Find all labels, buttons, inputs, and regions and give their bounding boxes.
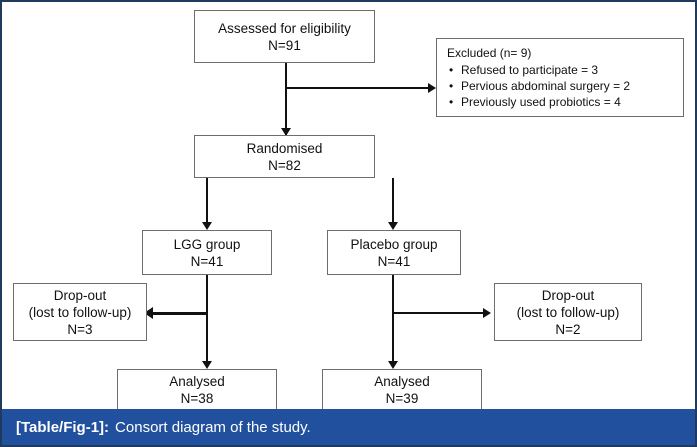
arrowhead-to-analysed-left bbox=[202, 361, 212, 369]
arrowhead-to-randomised bbox=[281, 128, 291, 136]
node-excluded: Excluded (n= 9) Refused to participate =… bbox=[436, 38, 684, 117]
arrowhead-to-excluded bbox=[428, 83, 436, 93]
lgg-group-count: N=41 bbox=[190, 253, 224, 269]
analysed-right-count: N=39 bbox=[385, 390, 419, 406]
dropout-left-count: N=3 bbox=[67, 321, 93, 337]
randomised-label: Randomised bbox=[246, 140, 323, 156]
figure-caption-tag: [Table/Fig-1]: bbox=[16, 418, 110, 436]
arrowhead-to-analysed-right bbox=[388, 361, 398, 369]
connector-lgg-to-analysed bbox=[206, 275, 208, 364]
connector-assessed-to-excluded bbox=[285, 87, 433, 89]
placebo-group-label: Placebo group bbox=[350, 236, 438, 252]
excluded-reason-item: Pervious abdominal surgery = 2 bbox=[449, 78, 630, 94]
excluded-title: Excluded (n= 9) bbox=[447, 46, 532, 60]
dropout-right-sublabel: (lost to follow-up) bbox=[516, 304, 620, 320]
connector-randomised-to-placebo bbox=[392, 178, 394, 225]
node-assessed-for-eligibility: Assessed for eligibility N=91 bbox=[194, 10, 375, 63]
arrowhead-to-dropout-left bbox=[144, 307, 153, 319]
dropout-right-count: N=2 bbox=[555, 321, 581, 337]
node-analysed-placebo: Analysed N=39 bbox=[322, 369, 482, 410]
assessed-label: Assessed for eligibility bbox=[218, 20, 351, 36]
consort-flow-diagram: Assessed for eligibility N=91 Excluded (… bbox=[2, 2, 695, 412]
excluded-reason-item: Refused to participate = 3 bbox=[449, 62, 630, 78]
dropout-left-label: Drop-out bbox=[53, 287, 107, 303]
node-randomised: Randomised N=82 bbox=[194, 135, 375, 178]
node-lgg-group: LGG group N=41 bbox=[142, 230, 272, 275]
analysed-left-count: N=38 bbox=[180, 390, 214, 406]
arrowhead-to-lgg bbox=[202, 222, 212, 230]
dropout-right-label: Drop-out bbox=[541, 287, 595, 303]
placebo-group-count: N=41 bbox=[377, 253, 411, 269]
arrowhead-to-dropout-right bbox=[483, 308, 491, 318]
analysed-left-label: Analysed bbox=[169, 373, 225, 389]
figure-caption-text: Consort diagram of the study. bbox=[115, 418, 311, 436]
figure-caption-bar: [Table/Fig-1]: Consort diagram of the st… bbox=[2, 409, 695, 445]
connector-randomised-to-lgg bbox=[206, 178, 208, 225]
connector-placebo-to-analysed bbox=[392, 275, 394, 364]
excluded-reason-item: Previously used probiotics = 4 bbox=[449, 94, 630, 110]
arrowhead-to-placebo bbox=[388, 222, 398, 230]
excluded-reason-list: Refused to participate = 3 Pervious abdo… bbox=[447, 62, 630, 110]
connector-assessed-to-randomised bbox=[285, 63, 287, 135]
dropout-left-sublabel: (lost to follow-up) bbox=[28, 304, 132, 320]
connector-placebo-to-dropout bbox=[392, 312, 485, 314]
connector-lgg-to-dropout bbox=[152, 312, 208, 315]
randomised-count: N=82 bbox=[268, 157, 301, 173]
node-dropout-placebo: Drop-out (lost to follow-up) N=2 bbox=[494, 283, 642, 341]
node-analysed-lgg: Analysed N=38 bbox=[117, 369, 277, 410]
node-dropout-lgg: Drop-out (lost to follow-up) N=3 bbox=[13, 283, 147, 341]
node-placebo-group: Placebo group N=41 bbox=[327, 230, 461, 275]
analysed-right-label: Analysed bbox=[374, 373, 430, 389]
assessed-count: N=91 bbox=[268, 37, 301, 53]
lgg-group-label: LGG group bbox=[173, 236, 241, 252]
